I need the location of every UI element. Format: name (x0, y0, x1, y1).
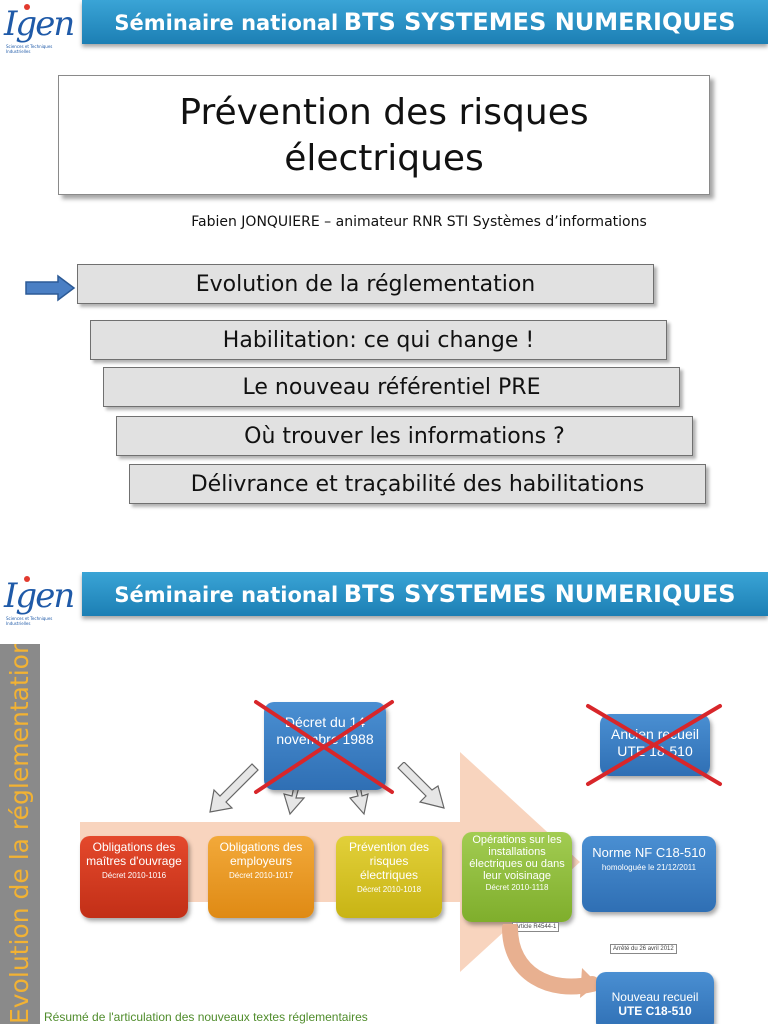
slide-2: Igen Sciences et Techniques Industrielle… (0, 572, 768, 1024)
box-main-text: Obligations des employeurs (219, 840, 303, 868)
box-obligations-maitres: Obligations des maîtres d'ouvrage Décret… (80, 836, 188, 918)
logo-subtitle: Sciences et Techniques Industrielles (6, 616, 53, 626)
box-sub-text: Décret 2010-1016 (101, 871, 167, 880)
box-main-text: Prévention des risques électriques (348, 840, 430, 882)
title-line-1: Prévention des risques (179, 92, 589, 133)
slide-title: Prévention des risques électriques (59, 90, 709, 182)
title-box: Prévention des risques électriques (58, 75, 710, 195)
nouveau-recueil-box: Nouveau recueil UTE C18-510 (596, 972, 714, 1024)
logo-wordmark: Igen (4, 4, 75, 44)
decret-1988-label: Décret du 14 novembre 1988 (276, 714, 374, 747)
norme-main-text: Norme NF C18-510 (592, 845, 706, 860)
diagram-caption: Résumé de l'articulation des nouveaux te… (44, 1010, 368, 1024)
box-sub-text: Décret 2010-1017 (228, 871, 294, 880)
box-main-text: Opérations sur les installations électri… (469, 834, 565, 882)
menu-item-habilitation[interactable]: Habilitation: ce qui change ! (90, 320, 667, 360)
nouveau-recueil-line-1: Nouveau recueil (611, 990, 699, 1004)
author-line: Fabien JONQUIERE – animateur RNR STI Sys… (191, 214, 647, 230)
logo-dot-icon (24, 576, 30, 582)
igen-logo: Igen Sciences et Techniques Industrielle… (4, 4, 75, 58)
right-arrow-icon (25, 274, 76, 302)
box-prevention-risques: Prévention des risques électriques Décre… (336, 836, 442, 918)
logo-dot-icon (24, 4, 30, 10)
logo-wordmark: Igen (4, 576, 75, 616)
cross-icon (586, 704, 722, 786)
side-title-bar: Evolution de la réglementation (0, 644, 40, 1024)
igen-logo: Igen Sciences et Techniques Industrielle… (4, 576, 75, 630)
arrow-down-left-icon (209, 763, 259, 813)
banner-prefix: Séminaire national (114, 11, 339, 35)
menu-item-evolution[interactable]: Evolution de la réglementation (77, 264, 654, 304)
arrow-down-right-icon (397, 762, 445, 809)
nouveau-recueil-line-2: UTE C18-510 (618, 1004, 692, 1018)
slide-header: Igen Sciences et Techniques Industrielle… (0, 572, 768, 634)
title-line-2: électriques (284, 138, 484, 179)
banner-text: Séminaire national BTS SYSTEMES NUMERIQU… (82, 572, 768, 619)
box-operations: Opérations sur les installations électri… (462, 832, 572, 922)
box-sub-text: Décret 2010-1018 (356, 885, 422, 894)
big-arrow-shape (80, 752, 580, 972)
cross-icon (254, 700, 394, 794)
box-obligations-employeurs: Obligations des employeurs Décret 2010-1… (208, 836, 314, 918)
box-sub-text: Décret 2010-1118 (485, 883, 549, 892)
banner-prefix: Séminaire national (114, 583, 339, 607)
norme-box: Norme NF C18-510 homologuée le 21/12/201… (582, 836, 716, 912)
banner-main: BTS SYSTEMES NUMERIQUES (343, 580, 736, 608)
header-banner: Séminaire national BTS SYSTEMES NUMERIQU… (82, 0, 768, 44)
norme-sub-text: homologuée le 21/12/2011 (601, 863, 697, 872)
box-main-text: Obligations des maîtres d'ouvrage (86, 840, 182, 868)
header-banner: Séminaire national BTS SYSTEMES NUMERIQU… (82, 572, 768, 616)
slide-1: Igen Sciences et Techniques Industrielle… (0, 0, 768, 504)
logo-subtitle: Sciences et Techniques Industrielles (6, 44, 53, 54)
banner-text: Séminaire national BTS SYSTEMES NUMERIQU… (82, 0, 768, 47)
side-title: Evolution de la réglementation (5, 644, 34, 1024)
menu-item-referentiel[interactable]: Le nouveau référentiel PRE (103, 367, 680, 407)
slide-header: Igen Sciences et Techniques Industrielle… (0, 0, 768, 62)
menu-item-informations[interactable]: Où trouver les informations ? (116, 416, 693, 456)
arrete-label: Arrêté du 26 avril 2012 (610, 944, 677, 954)
menu-item-delivrance[interactable]: Délivrance et traçabilité des habilitati… (129, 464, 706, 504)
banner-main: BTS SYSTEMES NUMERIQUES (343, 8, 736, 36)
curved-arrow-icon (502, 924, 600, 998)
